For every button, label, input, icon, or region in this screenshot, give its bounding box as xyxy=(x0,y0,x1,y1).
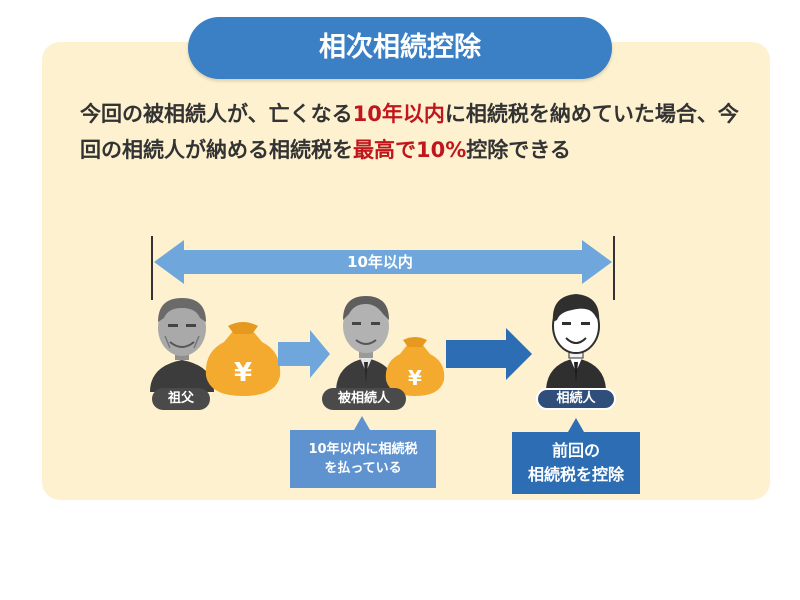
decedent-note: 10年以内に相続税 を払っている xyxy=(290,430,436,488)
money-bag-icon-small: ¥ xyxy=(385,337,445,396)
money-symbol-small: ¥ xyxy=(408,366,422,390)
timeline-span-label: 10年以内 xyxy=(347,253,413,271)
description-highlight-10years: 10年以内 xyxy=(352,102,445,126)
decedent-callout-pointer xyxy=(354,416,370,430)
label-grandfather: 祖父 xyxy=(152,388,210,410)
heir-callout-pointer xyxy=(568,418,584,432)
page-title: 相次相続控除 xyxy=(188,17,612,79)
heir-note-line2: 相続税を控除 xyxy=(527,465,624,484)
label-decedent: 被相続人 xyxy=(322,388,406,410)
transfer-arrow-2 xyxy=(446,328,532,380)
decedent-note-line2: を払っている xyxy=(324,461,402,476)
description-text: 今回の被相続人が、亡くなる10年以内に相続税を納めていた場合、今回の相続人が納め… xyxy=(80,96,740,168)
label-heir: 相続人 xyxy=(536,388,616,410)
description-part1: 今回の被相続人が、亡くなる xyxy=(80,102,353,126)
decedent-note-line1: 10年以内に相続税 xyxy=(308,442,418,457)
description-highlight-max10: 最高で10% xyxy=(353,138,467,162)
description-part3: に相続税を納めていた場合、今回の相続人が納める相続税を xyxy=(80,102,739,162)
timeline-double-arrow xyxy=(154,240,612,284)
decedent-icon xyxy=(336,296,396,392)
money-symbol-large: ¥ xyxy=(234,358,252,388)
heir-note: 前回の 相続税を控除 xyxy=(512,432,640,494)
money-bag-icon-large: ¥ xyxy=(205,322,281,396)
transfer-arrow-1 xyxy=(278,330,330,378)
grandfather-icon xyxy=(150,298,214,392)
heir-note-line1: 前回の xyxy=(551,441,600,460)
heir-icon xyxy=(546,294,606,392)
description-part5: 控除できる xyxy=(466,138,571,162)
